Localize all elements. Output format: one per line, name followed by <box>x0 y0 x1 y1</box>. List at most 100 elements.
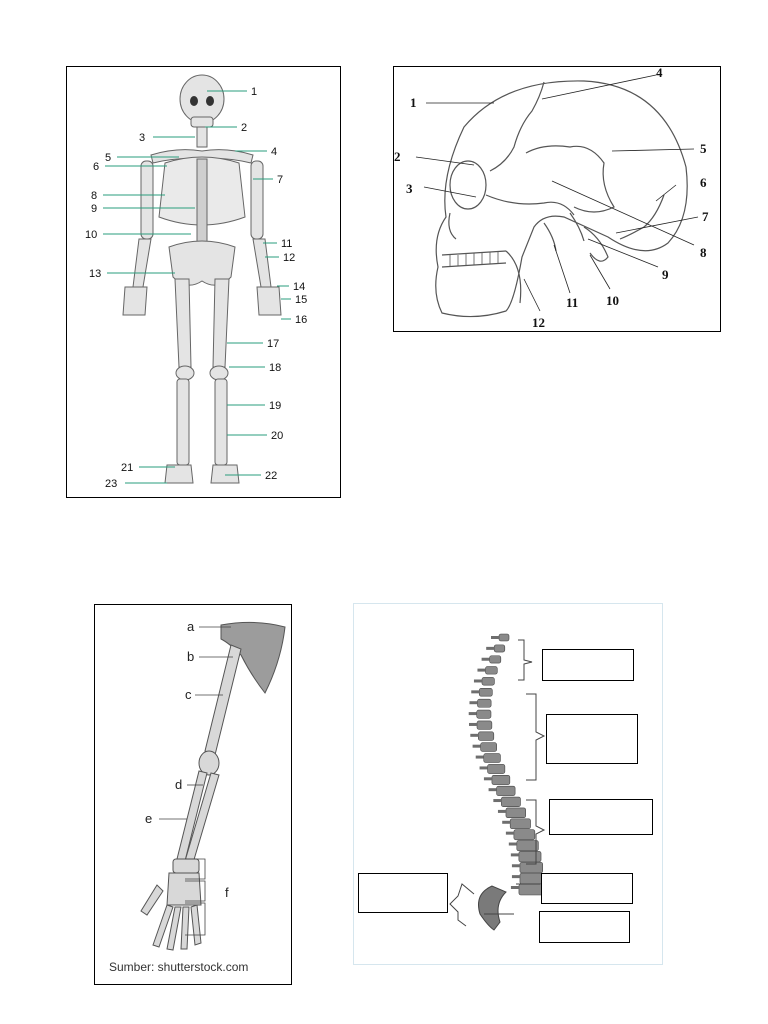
skeleton-drawing: 1 2 3 4 5 6 7 8 9 10 11 12 13 14 15 16 1… <box>85 74 307 490</box>
answer-box-sacrum-coccyx[interactable] <box>358 873 448 913</box>
vertebra <box>513 829 536 841</box>
vertebra <box>493 644 506 653</box>
vertebra <box>477 698 492 708</box>
image-credit: Sumber: shutterstock.com <box>109 960 248 974</box>
vertebra <box>498 633 510 642</box>
skeleton-label: 23 <box>105 478 117 490</box>
skeleton-label: 3 <box>139 132 145 144</box>
skull-label: 9 <box>662 267 669 282</box>
skull-label: 10 <box>606 293 619 308</box>
vertebra <box>489 655 502 664</box>
spinous-process <box>481 657 490 661</box>
arm-diagram: a b c d e f Sumber: shutterstock.com <box>94 604 292 985</box>
arm-label: a <box>187 619 195 634</box>
skeleton-label: 12 <box>283 252 295 264</box>
skeleton-label: 16 <box>295 314 307 326</box>
vertebra <box>487 764 506 774</box>
skeleton-label: 17 <box>267 338 279 350</box>
skull-label: 2 <box>394 149 401 164</box>
skeleton-label: 6 <box>93 161 99 173</box>
spinous-process <box>508 842 517 846</box>
arm-label: d <box>175 777 182 792</box>
spinous-process <box>510 853 519 857</box>
spinous-process <box>475 755 484 759</box>
arm-drawing: a b c d e f Sumber: shutterstock.com <box>109 619 286 974</box>
skeleton-label: 9 <box>91 203 97 215</box>
vertebra <box>501 796 521 807</box>
vertebra <box>485 666 498 675</box>
vertebra <box>483 753 501 763</box>
spinous-process <box>488 788 497 792</box>
answer-box-coccyx[interactable] <box>539 911 630 943</box>
spinous-process <box>473 679 482 683</box>
vertebra <box>491 775 511 785</box>
answer-box-cervical[interactable] <box>542 649 634 681</box>
vertebra <box>518 883 544 896</box>
vertebral-column <box>468 633 544 931</box>
arm-label: b <box>187 649 194 664</box>
spinous-process <box>469 701 478 705</box>
vertebra <box>519 872 544 885</box>
skeleton-label: 7 <box>277 174 283 186</box>
spinous-process <box>486 646 495 650</box>
spinous-process <box>510 886 519 889</box>
skeleton-label: 5 <box>105 152 111 164</box>
spinous-process <box>471 690 480 694</box>
vertebra <box>478 688 493 697</box>
skull-label: 11 <box>566 295 578 310</box>
spinous-process <box>479 766 488 770</box>
skull-label: 3 <box>406 181 413 196</box>
spinous-process <box>491 636 499 639</box>
skeleton-label: 1 <box>251 86 257 98</box>
skeleton-label: 4 <box>271 146 277 158</box>
skeleton-label: 18 <box>269 362 281 374</box>
skull-label: 4 <box>656 67 663 80</box>
vertebra <box>496 785 516 796</box>
vertebra <box>518 851 542 863</box>
skull-label: 7 <box>702 209 709 224</box>
vertebra <box>476 709 492 719</box>
spinous-process <box>505 831 514 835</box>
skull-label: 8 <box>700 245 707 260</box>
skeleton-label: 22 <box>265 470 277 482</box>
arm-label: f <box>225 885 229 900</box>
vertebra <box>505 807 526 818</box>
spine-drawing <box>449 633 546 931</box>
skull-label: 1 <box>410 95 417 110</box>
spine-diagram <box>353 603 663 965</box>
skull-label: 5 <box>700 141 707 156</box>
spinous-process <box>497 809 506 813</box>
vertebra <box>480 742 497 752</box>
vertebra <box>516 840 539 852</box>
arm-label: c <box>185 687 192 702</box>
spinous-process <box>511 875 520 879</box>
spinous-process <box>502 820 511 824</box>
skeleton-diagram: 1 2 3 4 5 6 7 8 9 10 11 12 13 14 15 16 1… <box>66 66 341 498</box>
skeleton-label: 8 <box>91 190 97 202</box>
vertebra <box>509 818 531 830</box>
vertebra <box>476 720 493 730</box>
vertebra <box>481 677 495 686</box>
spinous-process <box>511 864 520 868</box>
answer-box-sacrum[interactable] <box>541 873 633 904</box>
skeleton-label: 11 <box>281 238 292 250</box>
skeleton-label: 20 <box>271 430 283 442</box>
skeleton-label: 15 <box>295 294 307 306</box>
skeleton-label: 2 <box>241 122 247 134</box>
skeleton-label: 14 <box>293 281 305 293</box>
skeleton-label: 13 <box>89 268 101 280</box>
skull-diagram: 1 2 3 4 5 6 7 8 9 10 11 12 <box>393 66 721 332</box>
spinous-process <box>468 722 477 726</box>
skeleton-label: 19 <box>269 400 281 412</box>
spinous-process <box>477 668 486 672</box>
skeleton-label: 21 <box>121 462 133 474</box>
skull-label: 12 <box>532 315 545 330</box>
skull-drawing: 1 2 3 4 5 6 7 8 9 10 11 12 <box>394 67 709 330</box>
spinous-process <box>472 744 481 748</box>
spinous-process <box>483 777 492 781</box>
answer-box-lumbar[interactable] <box>549 799 653 835</box>
answer-box-thoracic[interactable] <box>546 714 638 764</box>
arm-label: e <box>145 811 152 826</box>
skeleton-label: 10 <box>85 229 97 241</box>
spinous-process <box>468 712 477 716</box>
